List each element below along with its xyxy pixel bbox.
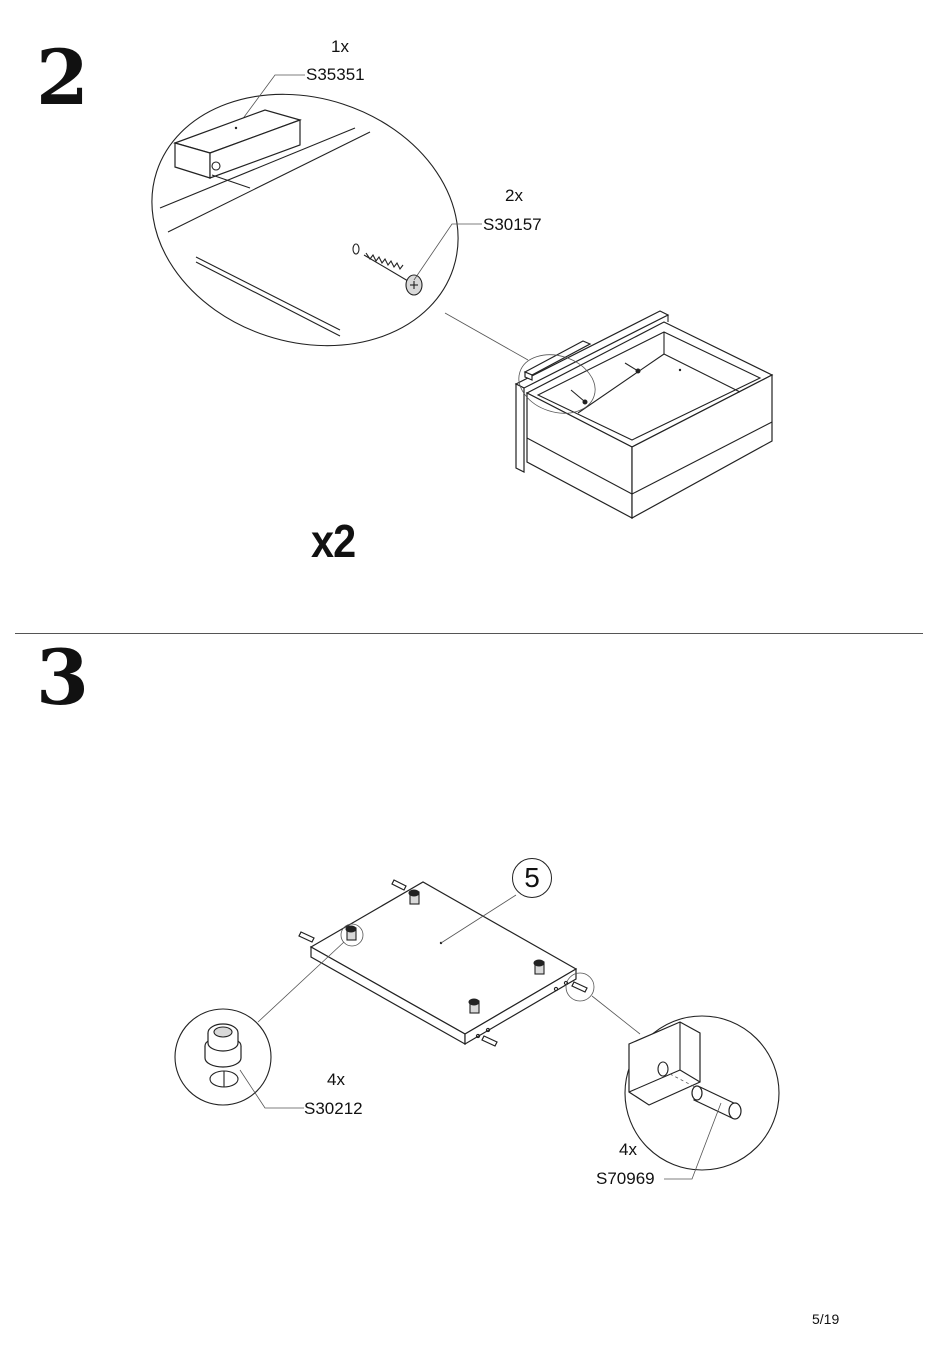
dowel-part-icon [629,1022,741,1119]
page-number: 5/19 [812,1311,839,1327]
cam-lock-part-icon [205,1024,241,1087]
step-3-illustration [0,0,950,1300]
